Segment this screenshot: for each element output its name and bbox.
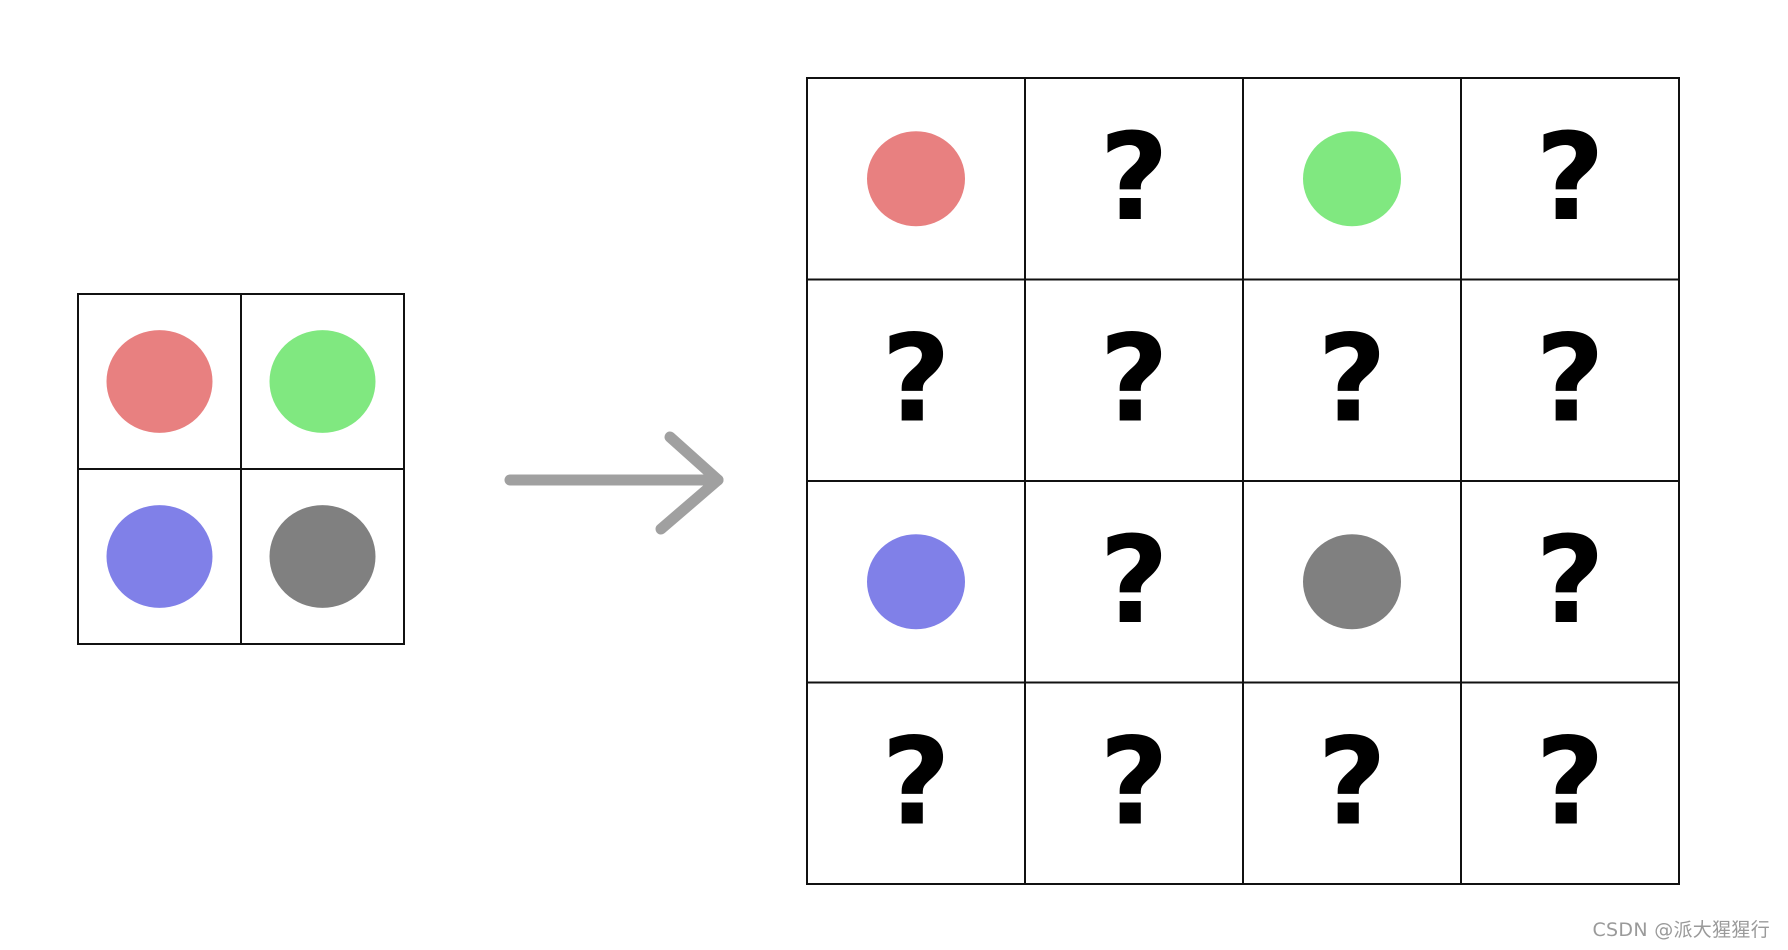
small-grid-green-dot xyxy=(269,330,376,433)
small-grid-gray-dot xyxy=(269,505,376,608)
large-grid-blue-dot xyxy=(867,534,965,630)
small-grid-blue-dot xyxy=(106,505,213,608)
large-grid-question-mark: ? xyxy=(881,713,951,852)
large-grid-question-mark: ? xyxy=(1099,512,1169,651)
large-grid-green-dot xyxy=(1303,131,1401,227)
watermark: CSDN @派大猩猩行 xyxy=(1592,919,1770,941)
large-grid-question-mark: ? xyxy=(881,310,951,449)
large-grid-question-mark: ? xyxy=(1099,713,1169,852)
large-grid-question-mark: ? xyxy=(1535,713,1605,852)
large-grid-question-mark: ? xyxy=(1535,109,1605,248)
large-grid-question-mark: ? xyxy=(1317,713,1387,852)
large-grid-gray-dot xyxy=(1303,534,1401,630)
large-grid-question-mark: ? xyxy=(1099,109,1169,248)
large-grid-question-mark: ? xyxy=(1099,310,1169,449)
large-grid-4x4: ???????????? xyxy=(806,77,1680,885)
small-grid-2x2 xyxy=(77,293,405,645)
large-grid-question-mark: ? xyxy=(1535,310,1605,449)
large-grid-red-dot xyxy=(867,131,965,227)
large-grid-question-mark: ? xyxy=(1535,512,1605,651)
right-arrow-icon xyxy=(504,431,724,535)
large-grid-question-mark: ? xyxy=(1317,310,1387,449)
small-grid-red-dot xyxy=(106,330,213,433)
